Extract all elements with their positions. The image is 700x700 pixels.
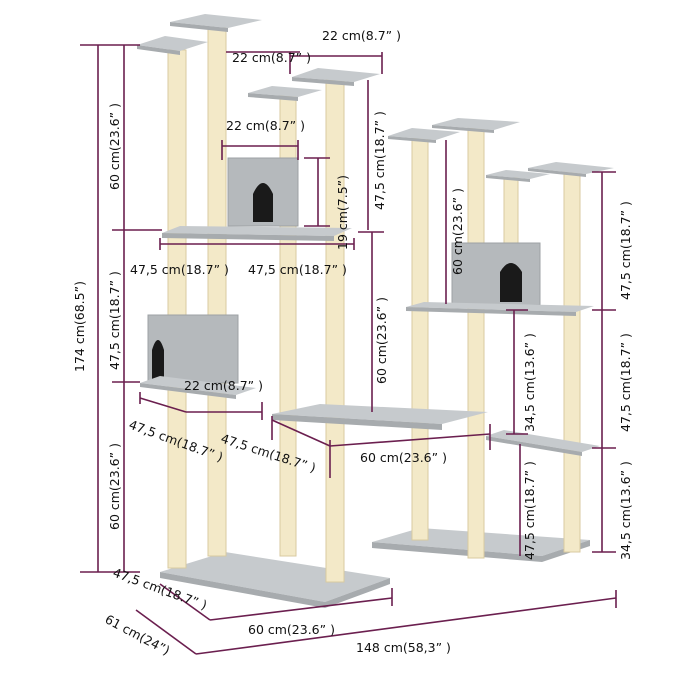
- dimension-labels: 174 cm(68.5”) 60 cm(23.6” ) 47,5 cm(18.7…: [72, 28, 633, 658]
- cat-tree-illustration: [137, 14, 614, 608]
- label-lower-house-plat: 22 cm(8.7” ): [184, 378, 263, 393]
- label-total-width: 148 cm(58,3” ): [356, 640, 451, 655]
- right-top-3: [486, 170, 550, 179]
- bridge-platform: [272, 404, 488, 424]
- post-4: [325, 79, 345, 583]
- label-bridge-width: 60 cm(23.6” ): [360, 450, 447, 465]
- right-top-2: [432, 118, 520, 130]
- label-top-plat-1: 22 cm(8.7” ): [232, 50, 311, 65]
- lower-house-platform: [140, 376, 256, 395]
- label-mid-plat-depth: 47,5 cm(18.7” ): [130, 262, 229, 277]
- label-upper-right-post: 47,5 cm(18.7” ): [372, 111, 387, 210]
- label-far-right-low: 34,5 cm(13.6” ): [618, 461, 633, 560]
- top-platform-2: [170, 14, 262, 28]
- label-left-top: 60 cm(23.6” ): [107, 103, 122, 190]
- label-right-house-height: 60 cm(23.6” ): [450, 188, 465, 275]
- label-right-post-main: 60 cm(23.6” ): [374, 297, 389, 384]
- left-base: [160, 552, 390, 602]
- post-5: [411, 137, 429, 541]
- right-top-1: [388, 128, 460, 140]
- label-left-low: 60 cm(23.6” ): [107, 443, 122, 530]
- label-right-gap: 34,5 cm(13.6” ): [522, 333, 537, 432]
- post-2: [207, 27, 227, 557]
- label-total-height: 174 cm(68.5”): [72, 281, 87, 372]
- post-6: [467, 127, 485, 559]
- label-house-width: 22 cm(8.7” ): [226, 118, 305, 133]
- post-8: [563, 169, 581, 553]
- label-top-plat-2: 22 cm(8.7” ): [322, 28, 401, 43]
- label-far-right-top: 47,5 cm(18.7” ): [618, 201, 633, 300]
- label-depth: 61 cm(24”): [103, 611, 173, 658]
- dimension-lines: [80, 44, 617, 655]
- label-right-low-gap: 47,5 cm(18.7” ): [522, 461, 537, 560]
- mid-platform: [162, 226, 352, 236]
- right-top-4: [528, 162, 614, 174]
- top-platform-4: [292, 68, 380, 82]
- label-mid-plat-width: 47,5 cm(18.7” ): [248, 262, 347, 277]
- right-mid-platform: [406, 302, 594, 312]
- label-lower-plat-width: 47,5 cm(18.7” ): [219, 431, 318, 476]
- right-house: [451, 242, 541, 306]
- top-platform-3: [248, 86, 322, 97]
- post-1: [167, 49, 187, 569]
- label-base-width: 60 cm(23.6” ): [248, 622, 335, 637]
- right-low-platform: [486, 430, 600, 452]
- top-platform-1: [137, 36, 208, 51]
- label-far-right-mid: 47,5 cm(18.7” ): [618, 333, 633, 432]
- label-left-mid: 47,5 cm(18.7” ): [107, 271, 122, 370]
- label-house-height: 19 cm(7.5”): [335, 175, 350, 250]
